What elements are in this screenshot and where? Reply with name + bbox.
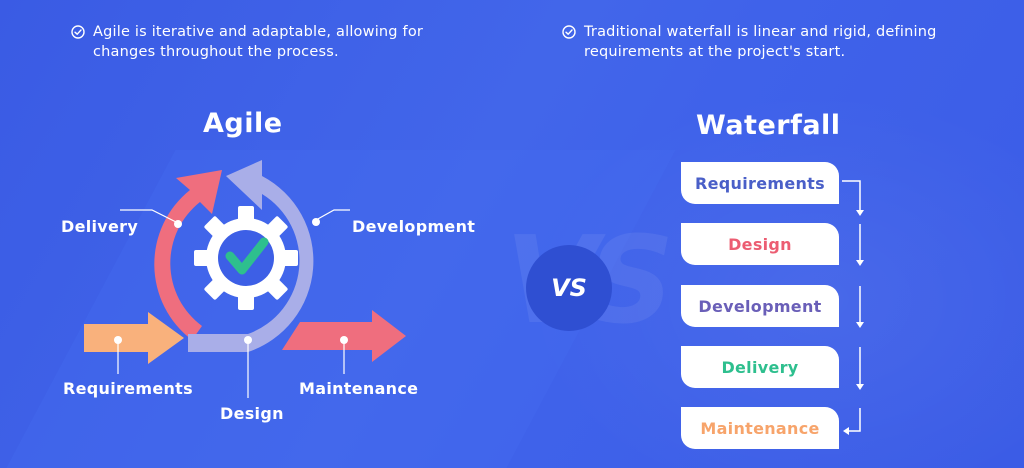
agile-cycle-diagram — [84, 160, 406, 398]
check-circle-icon — [71, 25, 85, 39]
delivery-arc — [154, 170, 222, 340]
waterfall-step-maintenance: Maintenance — [681, 407, 839, 449]
step-label: Requirements — [695, 173, 825, 193]
arrow-left-icon — [843, 427, 849, 435]
agile-note-text: Agile is iterative and adaptable, allowi… — [93, 24, 424, 60]
vs-badge: VS — [526, 245, 612, 331]
step-label: Development — [698, 296, 822, 316]
arrow-down-icon — [856, 384, 864, 390]
label-design: Design — [220, 404, 284, 423]
vs-text: VS — [551, 274, 587, 302]
waterfall-step-design: Design — [681, 223, 839, 265]
label-development: Development — [352, 217, 476, 236]
agile-note: Agile is iterative and adaptable, allowi… — [71, 22, 471, 62]
label-maintenance: Maintenance — [299, 379, 419, 398]
waterfall-flow-arrows — [842, 180, 864, 435]
waterfall-step-development: Development — [681, 285, 839, 327]
arrow-down-icon — [856, 260, 864, 266]
waterfall-step-delivery: Delivery — [681, 346, 839, 388]
step-label: Maintenance — [700, 418, 820, 438]
waterfall-note: Traditional waterfall is linear and rigi… — [562, 22, 992, 62]
agile-title: Agile — [203, 108, 283, 139]
waterfall-title: Waterfall — [696, 110, 841, 141]
step-label: Delivery — [721, 357, 799, 377]
waterfall-note-text: Traditional waterfall is linear and rigi… — [584, 24, 937, 60]
check-circle-icon — [562, 25, 576, 39]
arrow-down-icon — [856, 322, 864, 328]
gear-icon — [194, 206, 298, 310]
label-requirements: Requirements — [63, 379, 193, 398]
label-delivery: Delivery — [61, 217, 139, 236]
step-label: Design — [728, 234, 792, 254]
development-arc — [188, 160, 314, 352]
arrow-down-icon — [856, 210, 864, 216]
waterfall-step-requirements: Requirements — [681, 162, 839, 204]
checkmark-icon — [225, 237, 269, 275]
requirements-arrow — [84, 312, 184, 364]
